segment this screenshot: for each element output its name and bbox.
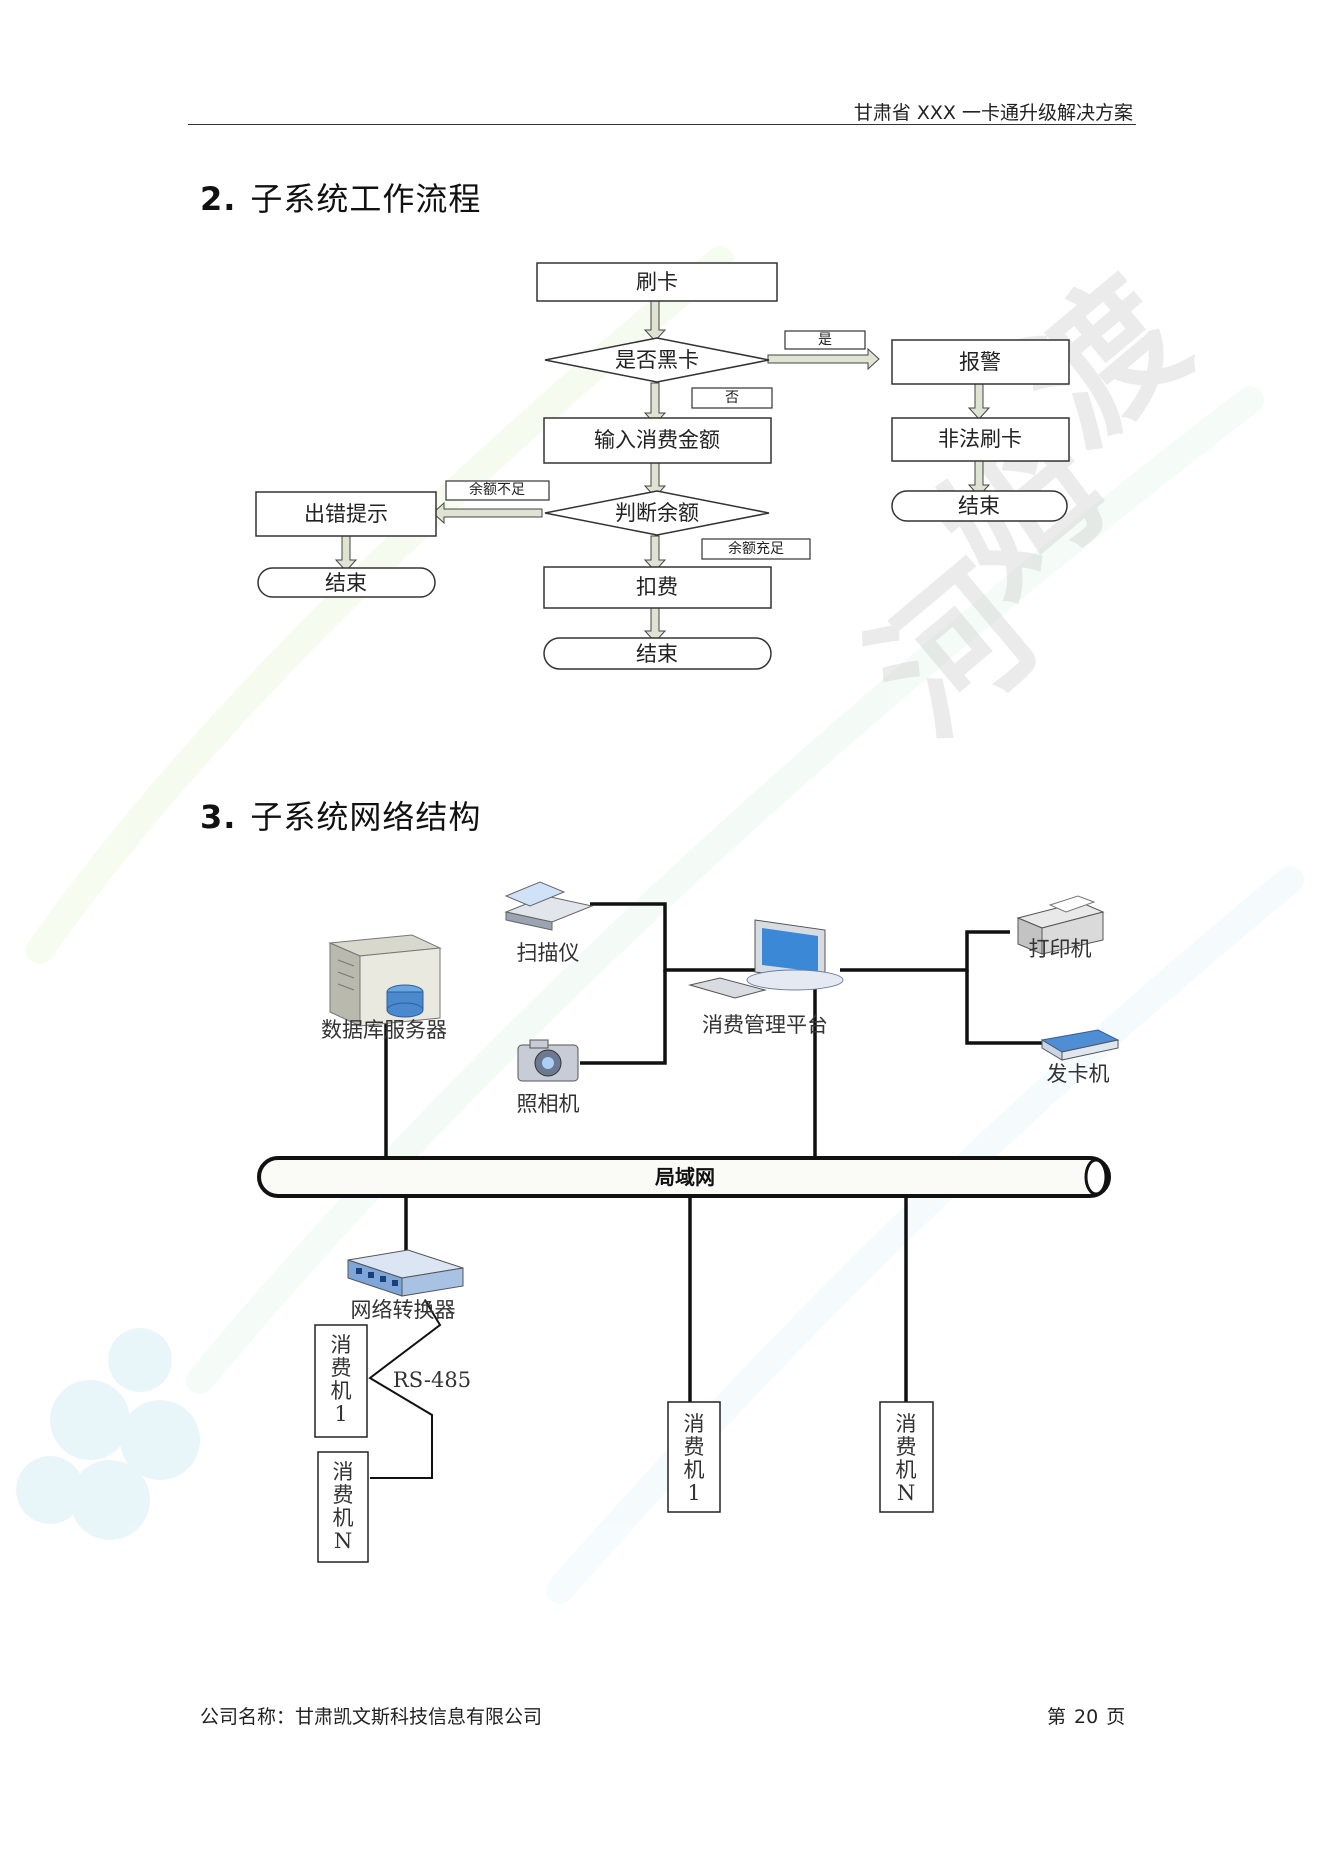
scanner-icon (504, 881, 594, 931)
svg-text:费: 费 (684, 1435, 705, 1459)
illegal-swipe-box (891, 417, 1070, 462)
insufficient-label: 余额不足 (469, 481, 525, 498)
no-label: 否 (725, 390, 739, 406)
section-number: 3. (200, 798, 237, 836)
printer-icon (1016, 895, 1105, 955)
arrow (643, 299, 667, 342)
workflow-flowchart: 刷卡 是否黑卡 是 否 报警 非法刷卡 结束 输入消费金额 判断余额 余额不足 … (255, 262, 1070, 670)
header-rule (188, 124, 1136, 125)
end-terminal-left (257, 567, 436, 598)
arrow (767, 347, 880, 371)
printer-label: 打印机 (1029, 937, 1092, 961)
rs485-label: RS-485 (393, 1368, 471, 1392)
arrow (643, 535, 667, 572)
no-tag (691, 387, 773, 409)
error-prompt-box (255, 491, 437, 537)
svg-text:费: 费 (333, 1483, 354, 1507)
rs485-cable (368, 1299, 442, 1479)
svg-text:费: 费 (331, 1356, 352, 1380)
header-title: 甘肃省 XXX 一卡通升级解决方案 (853, 102, 1133, 124)
arrow (432, 501, 543, 525)
enter-amount-box (543, 417, 772, 464)
pos-terminal-n-left: 消 费 机 N (317, 1451, 369, 1563)
network-diagram: 局域网 数据库服务器 扫描仪 照相机 消费管理平台 (257, 881, 1120, 1563)
blacklist-decision (544, 337, 770, 383)
converter-label: 网络转换器 (351, 1298, 456, 1322)
page-num: 20 (1074, 1706, 1099, 1728)
monitor-icon (688, 919, 844, 999)
svg-text:消: 消 (331, 1333, 352, 1357)
deduct-box (543, 566, 772, 609)
network-switch-icon (347, 1249, 464, 1297)
platform-label: 消费管理平台 (702, 1013, 828, 1037)
arrow (334, 535, 358, 572)
swipe-card-box (536, 262, 778, 302)
end-terminal-right (891, 490, 1068, 522)
check-balance-decision (544, 490, 770, 536)
alarm-label: 报警 (959, 350, 1001, 374)
page-suffix: 页 (1106, 1706, 1126, 1728)
lan-label: 局域网 (654, 1165, 715, 1189)
pos-terminal-1-left: 消 费 机 1 (314, 1324, 368, 1438)
swipe-card-label: 刷卡 (636, 270, 678, 294)
camera-icon (517, 1039, 579, 1082)
page-prefix: 第 (1047, 1706, 1067, 1728)
section-title: 子系统工作流程 (250, 180, 482, 218)
section-heading-workflow: 2. 子系统工作流程 (200, 174, 481, 220)
illegal-swipe-label: 非法刷卡 (938, 427, 1022, 451)
svg-text:消: 消 (684, 1412, 705, 1436)
svg-text:消: 消 (896, 1412, 917, 1436)
section-heading-network: 3. 子系统网络结构 (200, 792, 481, 838)
svg-text:消: 消 (333, 1460, 354, 1484)
check-balance-label: 判断余额 (615, 501, 699, 525)
end-label: 结束 (958, 494, 1000, 518)
deduct-label: 扣费 (636, 575, 678, 599)
svg-text:费: 费 (896, 1435, 917, 1459)
card-issuer-icon (1040, 1029, 1120, 1061)
insufficient-tag (445, 480, 550, 501)
svg-text:机: 机 (684, 1458, 705, 1482)
footer-page-number: 第 20 页 (1043, 1702, 1129, 1729)
database-server-icon (328, 934, 442, 1027)
alarm-box (891, 339, 1070, 385)
scanner-label: 扫描仪 (517, 941, 580, 965)
footer-company: 公司名称：甘肃凯文斯科技信息有限公司 (200, 1706, 543, 1728)
end-terminal-main (543, 637, 772, 670)
arrow (967, 383, 991, 420)
svg-text:机: 机 (896, 1458, 917, 1482)
blacklist-label: 是否黑卡 (615, 348, 699, 372)
svg-text:机: 机 (333, 1506, 354, 1530)
svg-text:机: 机 (331, 1379, 352, 1403)
svg-text:1: 1 (334, 1402, 347, 1426)
svg-text:N: N (897, 1481, 915, 1505)
svg-text:N: N (334, 1529, 352, 1553)
lan-bus: 局域网 (257, 1156, 1111, 1198)
yes-label: 是 (818, 332, 832, 348)
link-platform-printer (840, 930, 1010, 972)
yes-tag (784, 330, 866, 350)
end-label: 结束 (325, 571, 367, 595)
error-prompt-label: 出错提示 (304, 502, 388, 526)
database-server-label: 数据库服务器 (321, 1018, 447, 1042)
pos-terminal-1-middle: 消 费 机 1 (667, 1401, 721, 1513)
card-issuer-label: 发卡机 (1047, 1062, 1110, 1086)
section-title: 子系统网络结构 (250, 798, 482, 836)
link-scanner-platform (590, 902, 765, 972)
section-number: 2. (200, 180, 237, 218)
enter-amount-label: 输入消费金额 (594, 428, 720, 452)
sufficient-tag (701, 538, 811, 560)
svg-text:1: 1 (687, 1481, 700, 1505)
end-label: 结束 (636, 642, 678, 666)
camera-label: 照相机 (517, 1092, 580, 1116)
link-camera-platform (580, 970, 667, 1065)
link-platform-issuer (965, 970, 1045, 1045)
sufficient-label: 余额充足 (728, 540, 784, 557)
arrow (643, 606, 667, 643)
pos-terminal-n-right: 消 费 机 N (879, 1401, 934, 1513)
